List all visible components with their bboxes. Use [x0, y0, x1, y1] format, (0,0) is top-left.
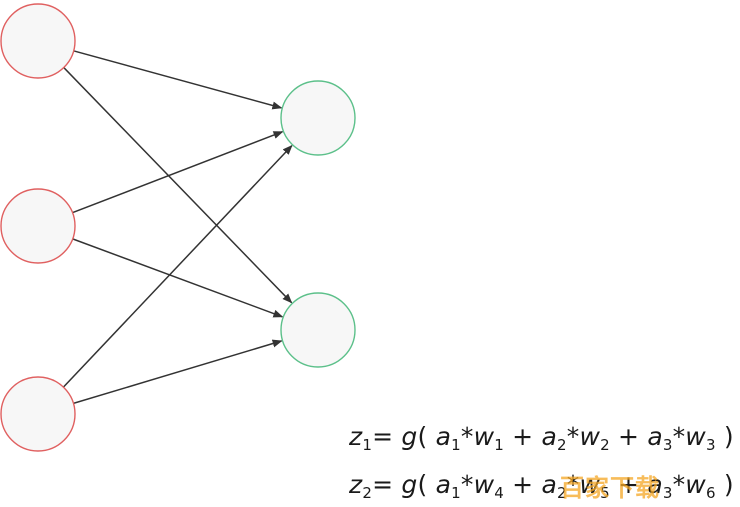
edge-input-node-3-to-output-node-2: [69, 339, 283, 406]
term-weight: w: [473, 422, 495, 451]
formula-plus: +: [618, 470, 640, 499]
term-multiply: *: [460, 470, 474, 499]
formula-z1: z1= g( a1*w1 + a2*w2 + a3*w3 ): [349, 422, 734, 454]
node-group: [0, 3, 356, 452]
term-weight-subscript: 1: [494, 436, 504, 454]
term-multiply: *: [672, 470, 686, 499]
input-node-2: [0, 188, 76, 264]
term-activation: a: [541, 470, 557, 499]
formula-lhs-subscript: 1: [362, 436, 373, 454]
output-node-1: [280, 80, 356, 156]
term-weight-subscript: 2: [600, 436, 610, 454]
formula-lhs-subscript: 2: [362, 484, 373, 502]
formula-lhs: z: [349, 422, 363, 451]
formula-open-paren: (: [417, 470, 428, 499]
term-activation: a: [541, 422, 557, 451]
term-weight-subscript: 6: [705, 484, 716, 502]
term-weight: w: [579, 470, 601, 499]
term-weight-subscript: 3: [705, 436, 716, 454]
input-node-3: [0, 376, 76, 452]
edge-input-node-3-to-output-node-1: [60, 144, 293, 391]
formula-equals: =: [372, 470, 394, 499]
term-activation-subscript: 3: [662, 484, 673, 502]
formula-lhs: z: [349, 470, 363, 499]
formula-close-paren: ): [723, 422, 734, 451]
edge-input-node-2-to-output-node-2: [68, 236, 284, 318]
formula-plus: +: [618, 422, 640, 451]
edge-group: [60, 49, 293, 406]
term-activation: a: [647, 422, 663, 451]
formula-z2: z2= g( a1*w4 + a2*w5 + a3*w6 ): [349, 470, 734, 502]
term-multiply: *: [672, 422, 686, 451]
term-multiply: *: [566, 422, 580, 451]
term-activation-subscript: 2: [556, 436, 567, 454]
output-node-2: [280, 292, 356, 368]
term-multiply: *: [566, 470, 580, 499]
term-activation: a: [647, 470, 663, 499]
term-activation-subscript: 2: [556, 484, 567, 502]
term-weight: w: [579, 422, 601, 451]
term-multiply: *: [460, 422, 474, 451]
formula-function: g: [401, 470, 418, 499]
formula-equals: =: [372, 422, 394, 451]
edge-input-node-1-to-output-node-1: [69, 49, 283, 110]
edge-input-node-1-to-output-node-2: [60, 64, 293, 304]
term-activation-subscript: 1: [451, 436, 461, 454]
watermark-logo: 百家下载: [560, 474, 660, 502]
formula-plus: +: [512, 422, 534, 451]
edge-input-node-2-to-output-node-1: [68, 131, 284, 215]
term-weight: w: [685, 470, 706, 499]
input-node-1: [0, 3, 76, 79]
formula-plus: +: [512, 470, 534, 499]
term-weight-subscript: 4: [494, 484, 504, 502]
formula-close-paren: ): [723, 470, 734, 499]
term-activation-subscript: 1: [451, 484, 461, 502]
term-weight: w: [473, 470, 495, 499]
term-weight: w: [685, 422, 706, 451]
term-activation-subscript: 3: [662, 436, 673, 454]
term-activation: a: [435, 470, 452, 499]
term-activation: a: [435, 422, 452, 451]
formula-open-paren: (: [417, 422, 428, 451]
term-weight-subscript: 5: [600, 484, 610, 502]
formula-function: g: [401, 422, 418, 451]
